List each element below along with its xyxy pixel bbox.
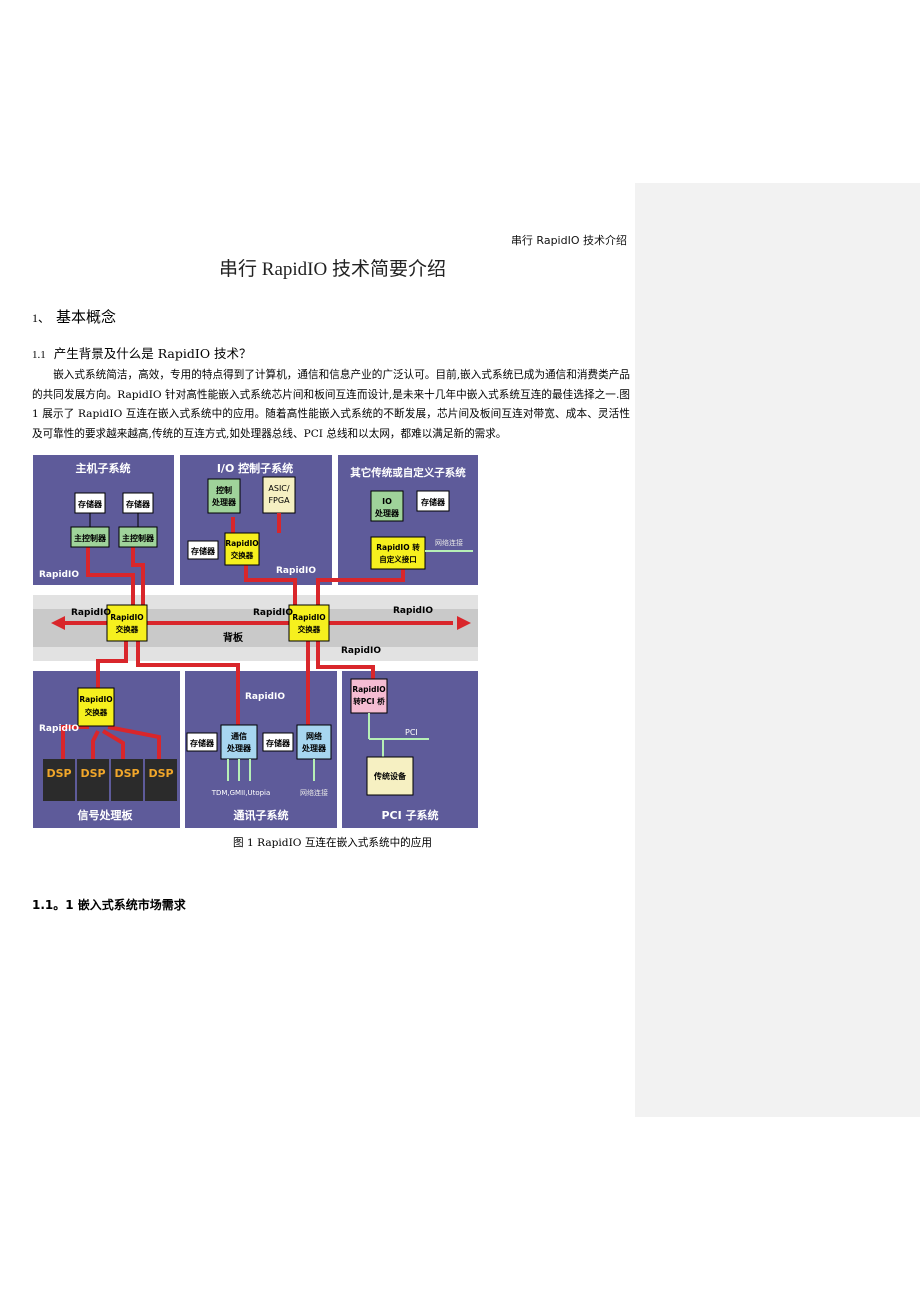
panel-title-dsp: 信号处理板 xyxy=(78,808,134,822)
section-title: 产生背景及什么是 RapidIO 技术？ xyxy=(53,346,252,361)
memory-box: 存储器 xyxy=(420,497,446,507)
ctrl-proc-line2: 处理器 xyxy=(211,497,237,507)
pci-bridge-line1: RapidIO xyxy=(352,685,385,694)
dsp-chip: DSP xyxy=(114,767,139,780)
rapidio-diagram: 主机子系统 I/O 控制子系统 其它传统或自定义子系统 信号处理板 通讯子系统 … xyxy=(33,455,478,828)
rapidio-label: RapidIO xyxy=(341,646,381,656)
memory-box: 存储器 xyxy=(125,499,151,509)
rapidio-label: RapidIO xyxy=(393,606,433,616)
section-heading-1: 1、基本概念 xyxy=(32,306,116,327)
switch-line1: RapidIO xyxy=(225,539,258,548)
io-proc-line1: IO xyxy=(382,497,392,506)
comm-proc-line2: 处理器 xyxy=(226,743,252,753)
net-proc-line2: 处理器 xyxy=(301,743,327,753)
section-number: 1、 xyxy=(32,311,51,325)
figure-caption: 图 1 RapidIO 互连在嵌入式系统中的应用 xyxy=(233,837,432,849)
comm-proc-line1: 通信 xyxy=(231,731,247,741)
memory-box: 存储器 xyxy=(265,738,291,748)
rapidio-label: RapidIO xyxy=(276,566,316,576)
section-heading-1-1: 1.1 产生背景及什么是 RapidIO 技术？ xyxy=(32,343,252,362)
dsp-chip: DSP xyxy=(46,767,71,780)
section-number: 1.1 xyxy=(32,349,46,361)
io-proc-line2: 处理器 xyxy=(374,508,400,518)
backplane-label: 背板 xyxy=(223,631,244,644)
switch-line2: 交换器 xyxy=(231,550,254,560)
legacy-device: 传统设备 xyxy=(373,771,407,781)
memory-box: 存储器 xyxy=(189,738,215,748)
panel-title-pci: PCI 子系统 xyxy=(381,808,438,822)
network-label: 网络连接 xyxy=(300,788,328,797)
switch-line2: 交换器 xyxy=(116,624,139,634)
body-paragraph: 嵌入式系统简洁，高效，专用的特点得到了计算机，通信和信息产业的广泛认可。目前,嵌… xyxy=(32,369,630,440)
comment-pane xyxy=(635,183,920,1117)
document-title: 串行 RapidIO 技术简要介绍 xyxy=(219,259,446,280)
switch-line1: RapidIO xyxy=(79,695,112,704)
panel-title-io: I/O 控制子系统 xyxy=(217,461,293,475)
pci-bus-label: PCI xyxy=(405,728,418,737)
section-heading-1-1-1: 1.1。1 嵌入式系统市场需求 xyxy=(32,898,186,912)
pci-bridge-line2: 转PCI 桥 xyxy=(353,696,385,706)
rapidio-label: RapidIO xyxy=(253,608,293,618)
ctrl-proc-line1: 控制 xyxy=(216,485,232,495)
net-proc-line1: 网络 xyxy=(306,731,322,741)
section-title: 基本概念 xyxy=(56,308,117,326)
switch-line1: RapidIO xyxy=(110,613,143,622)
panel-title-host: 主机子系统 xyxy=(76,461,131,475)
memory-box: 存储器 xyxy=(190,546,216,556)
switch-line1: RapidIO xyxy=(292,613,325,622)
rapidio-label: RapidIO xyxy=(71,608,111,618)
panel-host xyxy=(33,455,174,585)
panel-title-comm: 通讯子系统 xyxy=(234,808,289,822)
running-header: 串行 RapidIO 技术介绍 xyxy=(510,234,627,247)
dsp-chip: DSP xyxy=(148,767,173,780)
tdm-label: TDM,GMII,Utopia xyxy=(211,789,271,797)
rapidio-label: RapidIO xyxy=(245,692,285,702)
rapidio-label: RapidIO xyxy=(39,570,79,580)
rapidio-label: RapidIO xyxy=(39,724,79,734)
panel-title-other: 其它传统或自定义子系统 xyxy=(350,466,466,479)
memory-box: 存储器 xyxy=(77,499,103,509)
dsp-chip: DSP xyxy=(80,767,105,780)
master-controller: 主控制器 xyxy=(74,533,107,543)
network-label: 网络连接 xyxy=(435,538,463,547)
custom-line2: 自定义接口 xyxy=(379,554,417,564)
switch-line2: 交换器 xyxy=(298,624,321,634)
master-controller: 主控制器 xyxy=(122,533,155,543)
asic-line1: ASIC/ xyxy=(268,484,289,493)
asic-line2: FPGA xyxy=(268,496,290,505)
custom-line1: RapidIO 转 xyxy=(376,542,420,552)
switch-line2: 交换器 xyxy=(85,707,108,717)
